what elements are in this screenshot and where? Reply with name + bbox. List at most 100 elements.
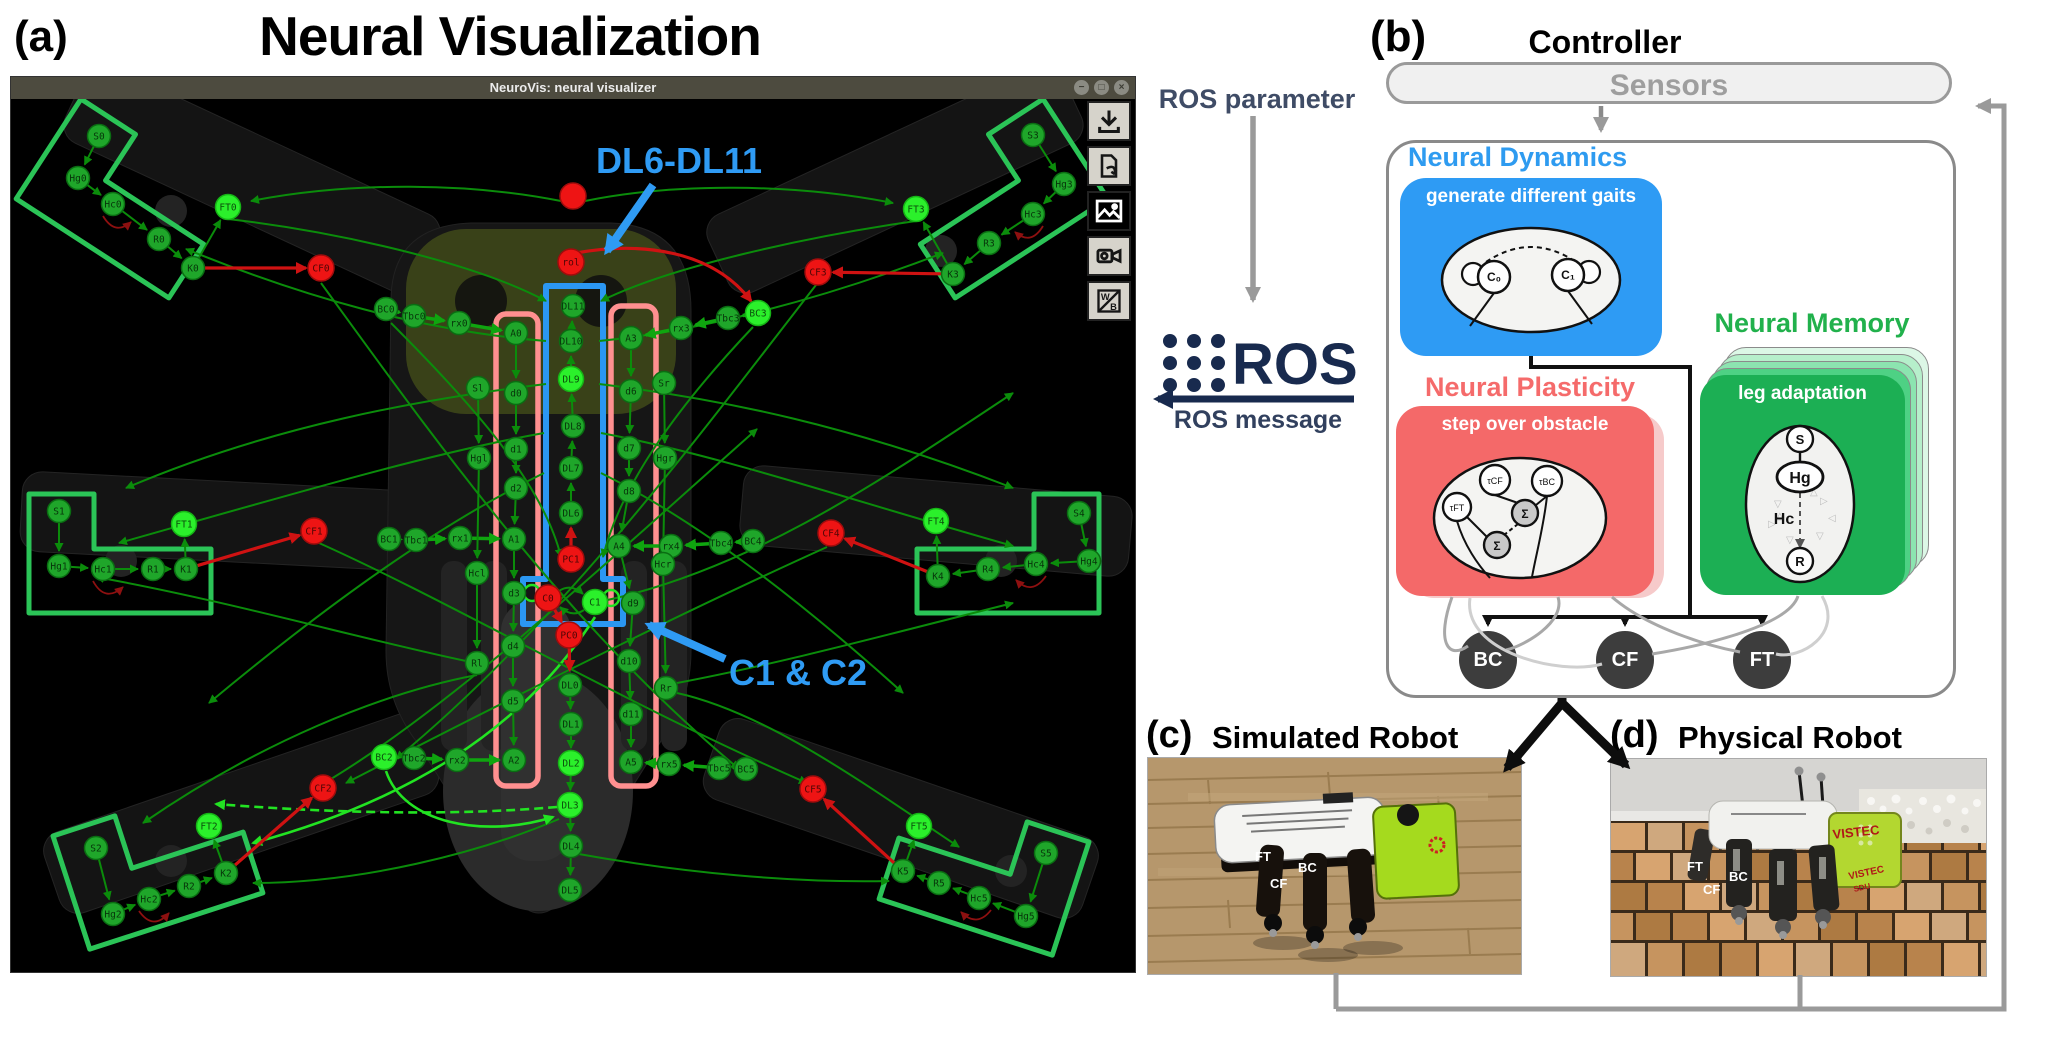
synapse-edge [98,859,112,901]
neuron-label: Rl [471,659,482,670]
neuron-node [100,191,126,217]
neuron-node [668,315,694,341]
neuron-label: A5 [625,758,636,769]
leg-module-box [13,99,207,301]
neuron-node [464,560,490,586]
neural-memory-card: leg adaptation ▽▷◁ ▷▽▽ △△ S Hg Hc R [1700,375,1905,595]
panel-c-label: (c) [1146,714,1193,756]
neuron-label: Tbc4 [710,539,733,550]
neuron-node [503,380,529,406]
camera-icon [1096,248,1122,264]
panel-b-label: (b) [1370,12,1427,61]
synapse-edge [584,186,894,206]
neuron-node [799,775,827,803]
neuron-node [557,248,585,276]
synapse-edge [472,469,482,560]
neuron-node [558,833,584,859]
download-icon [1098,110,1120,134]
neuron-label: CF2 [314,784,331,795]
neuron-node [1051,171,1077,197]
sigma-label-2: Σ [1493,539,1500,553]
neuron-label: d10 [620,657,637,668]
neuron-label: Sr [658,379,670,390]
neuron-node [890,858,916,884]
neuron-node [975,556,1001,582]
synapse-edge [551,607,563,624]
record-video-button[interactable] [1087,236,1131,276]
maximize-button[interactable]: □ [1094,80,1109,95]
neuron-label: Tbc5 [708,764,731,775]
window-titlebar[interactable]: NeuroVis: neural visualizer − □ × [11,77,1135,99]
synapse-edge [600,326,754,558]
minimize-button[interactable]: − [1074,80,1089,95]
synapse-edge [620,557,632,590]
sensors-pill: Sensors [1386,62,1952,104]
image-mode-button[interactable] [1087,191,1131,231]
c1-node-label: C₁ [1561,268,1575,282]
export-figure-button[interactable] [1087,146,1131,186]
leg-module-box [50,813,266,952]
neuron-label: FT1 [175,520,192,531]
synapse-edge [559,606,585,616]
download-button[interactable] [1087,101,1131,141]
neuron-label: DL3 [561,801,578,812]
neuron-node [618,325,644,351]
neuron-label: C0 [542,594,554,605]
synapse-edge [575,246,753,303]
neuron-label: K4 [932,572,944,583]
synapse-edge [693,316,717,329]
panel-b-title: Controller [1528,24,1682,60]
neuron-node [503,320,529,346]
synapse-edge [83,146,95,166]
neuron-node [706,755,732,781]
synapse-edge [252,818,560,888]
neuron-label: Hg1 [50,562,67,573]
svg-text:◁: ◁ [1828,513,1836,524]
neuron-node [556,791,584,819]
neuron-label: BC5 [737,765,754,776]
neuron-label: Hg2 [104,910,121,921]
neuron-label: CF1 [305,527,322,538]
synapse-edge [1001,562,1025,572]
neuron-label: d4 [507,642,519,653]
neuron-label: BC0 [377,305,394,316]
neuron-label: BC1 [380,535,397,546]
neuron-node [1076,548,1102,574]
neuron-node [195,812,223,840]
neuron-node [447,525,473,551]
window-title: NeuroVis: neural visualizer [489,80,657,95]
neuron-node [173,556,199,582]
neuron-node [464,650,490,676]
neuron-node [401,303,427,329]
synapse-edge [1043,191,1057,205]
neuron-node [300,517,328,545]
svg-text:W: W [1101,292,1110,302]
neuron-node [444,747,470,773]
neuron-label: K1 [180,565,192,576]
neuron-node [618,701,644,727]
close-button[interactable]: × [1114,80,1129,95]
panel-d-title: Physical Robot [1678,720,1902,755]
neuron-node [557,545,585,573]
neuron-node [715,305,741,331]
neuron-node [1020,201,1046,227]
neuron-label: K0 [187,264,199,275]
dl-annotation-arrow [603,182,657,256]
synapse-edge [167,246,183,260]
neuron-label: DL9 [562,375,579,386]
synapse-edge [509,712,519,747]
neuron-node [740,528,766,554]
neuron-label: DL8 [564,422,581,433]
neuron-node [401,745,427,771]
synapse-edge [70,562,90,572]
neuron-node [500,688,526,714]
neuron-label: DL1 [562,720,579,731]
neuron-label: d9 [627,599,639,610]
neuron-node [559,182,587,210]
c0-node-label: C₀ [1487,270,1501,284]
neuron-node [560,413,586,439]
tau-bc-label: τBC [1539,477,1556,487]
synapse-edge [658,469,668,551]
